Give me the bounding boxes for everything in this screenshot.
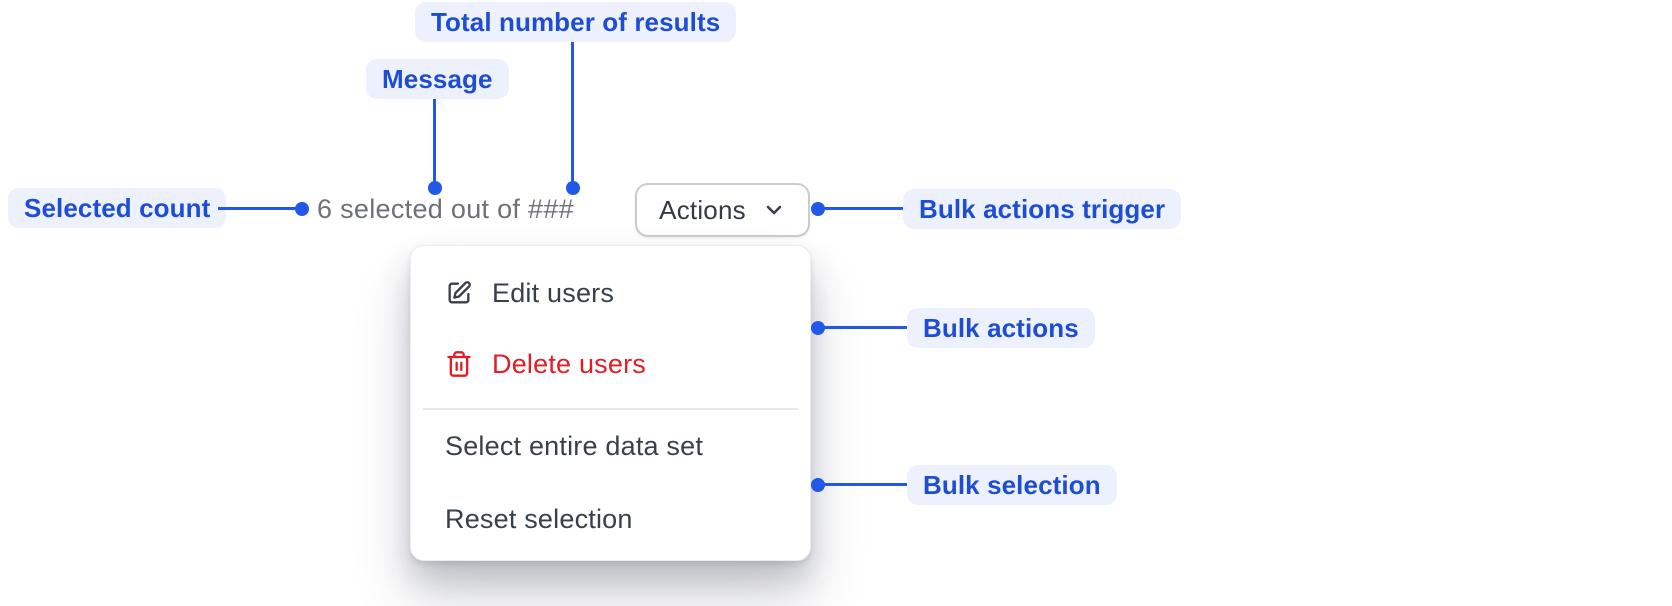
annotation-selected-count: Selected count xyxy=(8,188,227,228)
connector-line xyxy=(571,42,574,182)
menu-item-delete-users[interactable]: Delete users xyxy=(411,336,810,392)
annotation-message: Message xyxy=(366,59,509,99)
bulk-actions-menu: Edit users Delete users Select entire da… xyxy=(410,245,811,561)
edit-icon xyxy=(445,279,473,307)
connector-dot xyxy=(811,321,825,335)
connector-dot xyxy=(428,181,442,195)
menu-item-edit-users[interactable]: Edit users xyxy=(411,265,810,321)
connector-line xyxy=(823,207,903,210)
connector-dot xyxy=(811,478,825,492)
bulk-actions-trigger-button[interactable]: Actions xyxy=(635,183,810,237)
menu-item-reset-selection[interactable]: Reset selection xyxy=(411,491,810,547)
connector-line xyxy=(823,326,907,329)
actions-button-label: Actions xyxy=(659,194,746,225)
annotation-total-number-of-results: Total number of results xyxy=(415,2,737,42)
menu-item-label: Delete users xyxy=(492,348,646,379)
connector-line xyxy=(433,99,436,182)
annotation-bulk-actions: Bulk actions xyxy=(907,308,1095,348)
menu-divider xyxy=(423,408,798,410)
annotation-bulk-selection: Bulk selection xyxy=(907,465,1117,505)
chevron-down-icon xyxy=(762,198,786,222)
menu-item-label: Reset selection xyxy=(445,503,633,534)
connector-line xyxy=(823,483,907,486)
connector-dot xyxy=(811,202,825,216)
selection-message: 6 selected out of ### xyxy=(317,194,574,224)
menu-item-select-entire-data-set[interactable]: Select entire data set xyxy=(411,418,810,474)
connector-dot xyxy=(295,202,309,216)
menu-item-label: Select entire data set xyxy=(445,430,704,461)
connector-line xyxy=(218,207,298,210)
menu-item-label: Edit users xyxy=(492,277,615,308)
trash-icon xyxy=(445,350,473,378)
connector-dot xyxy=(566,181,580,195)
annotation-bulk-actions-trigger: Bulk actions trigger xyxy=(903,189,1182,229)
